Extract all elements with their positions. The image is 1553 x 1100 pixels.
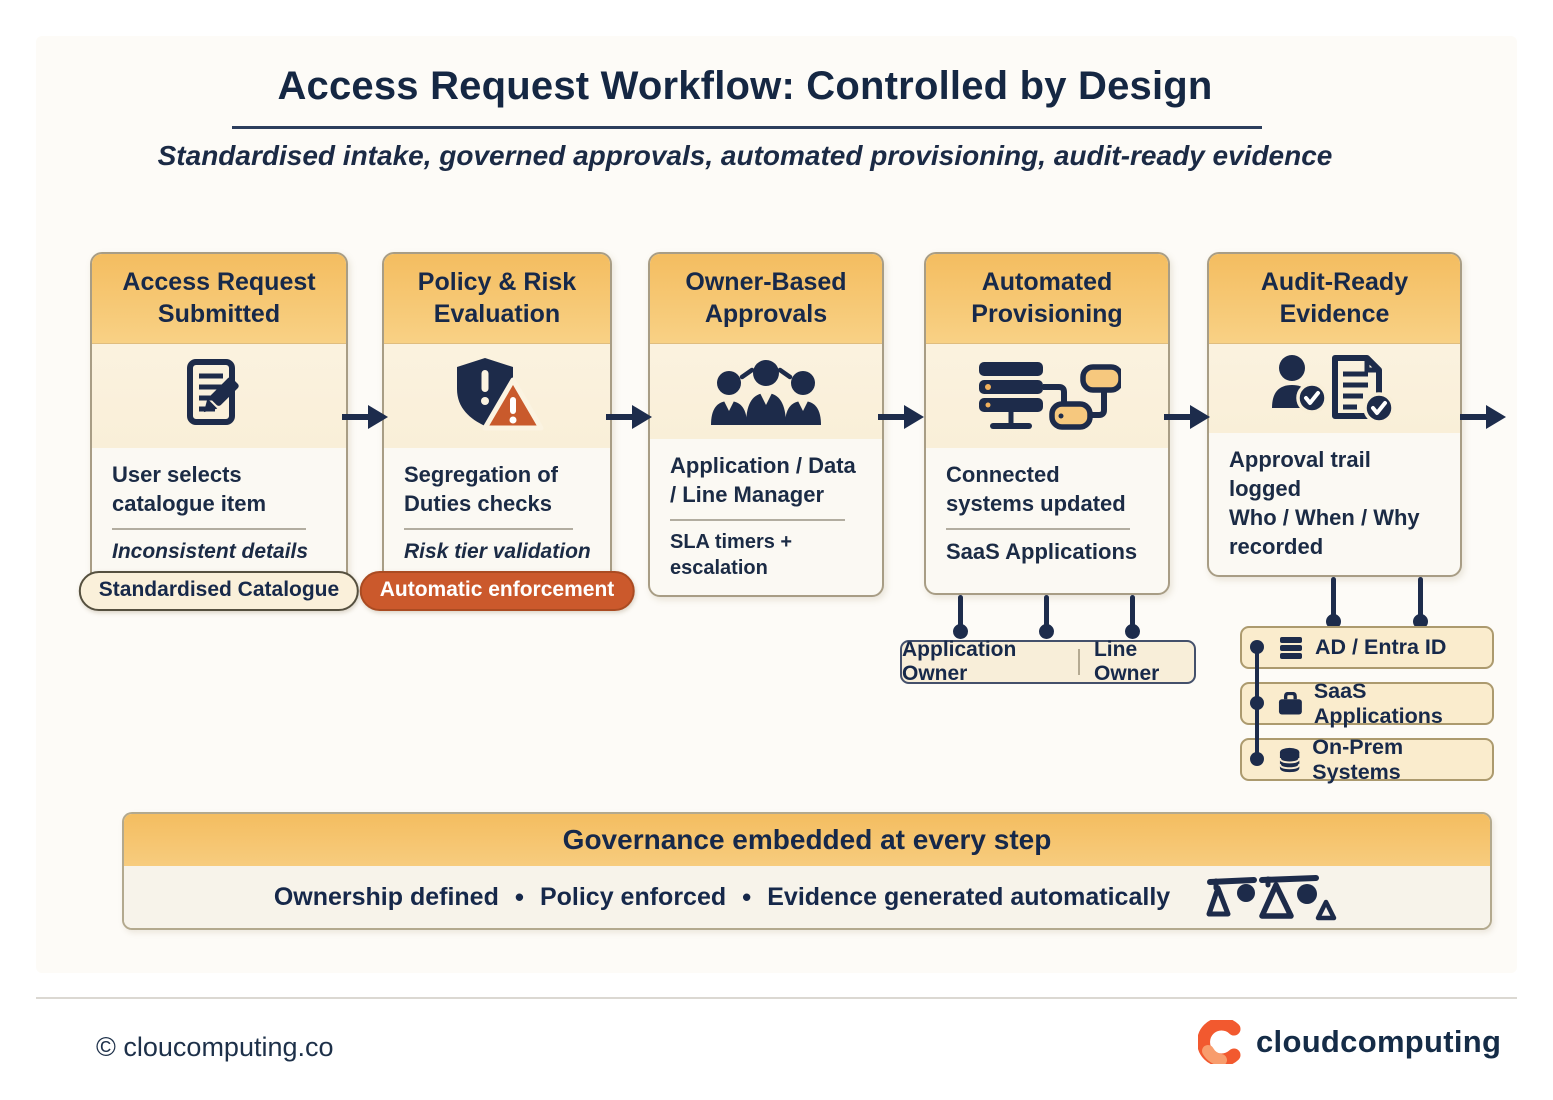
connector-dot: [953, 624, 968, 639]
card-automated-provisioning: Automated Provisioning Connected systems…: [924, 252, 1170, 595]
copyright-text: © cloucomputing.co: [96, 1032, 334, 1062]
governance-item-evidence: Evidence generated automatically: [767, 882, 1171, 911]
page-title-bold: Access Request Workflow:: [277, 64, 795, 108]
flow-arrow: [1164, 405, 1210, 429]
document-pencil-icon: [92, 344, 346, 448]
system-label: AD / Entra ID: [1315, 635, 1447, 659]
card-title: Access Request Submitted: [92, 254, 346, 344]
governance-banner: Governance embedded at every step Owners…: [122, 812, 1492, 930]
approvers-network-icon: [650, 344, 882, 439]
connector-line: [1044, 595, 1049, 633]
audit-check-icon: [1209, 344, 1460, 433]
card-access-request-submitted: Access Request Submitted User selects ca…: [78, 252, 360, 611]
flow-arrow: [878, 405, 924, 429]
server-flow-icon: [926, 344, 1168, 448]
card-sub-text: Who / When / Why recorded: [1229, 504, 1420, 559]
connector-dot: [1413, 614, 1428, 629]
system-label: On-Prem Systems: [1312, 734, 1404, 784]
card-title: Automated Provisioning: [926, 254, 1168, 344]
card-divider: [946, 528, 1130, 531]
card-main-text: Segregation of Duties checks: [404, 462, 559, 517]
connector-line: [1130, 595, 1135, 633]
badge-automatic-enforcement: Automatic enforcement: [359, 571, 635, 611]
brand-logo: cloudcomputing: [1198, 1020, 1501, 1064]
connector-dot: [1125, 624, 1140, 639]
connector-line: [1331, 577, 1336, 623]
owner-box-divider: [1078, 649, 1080, 675]
connector-dot: [1039, 624, 1054, 639]
card-title: Audit-Ready Evidence: [1209, 254, 1460, 344]
governance-item-ownership: Ownership defined: [273, 882, 499, 911]
card-sub-text: SaaS Applications: [946, 539, 1138, 565]
card-title: Policy & Risk Evaluation: [384, 254, 610, 344]
card-divider: [404, 528, 574, 531]
card-main-text: Approval trail logged: [1229, 446, 1371, 501]
system-label: SaaS Applications: [1313, 678, 1443, 728]
owner-application-label: Application Owner: [902, 638, 1017, 685]
card-body: User selects catalogue item Inconsistent…: [92, 448, 346, 591]
card-divider: [112, 528, 307, 531]
card-title: Owner-Based Approvals: [650, 254, 882, 344]
flow-arrow: [342, 405, 388, 429]
brand-c-icon: [1198, 1020, 1241, 1064]
connector-line: [958, 595, 963, 633]
page-title: Access Request Workflow: Controlled by D…: [0, 64, 1490, 109]
shield-warning-icon: [384, 344, 610, 448]
database-icon: [1278, 747, 1301, 772]
card-body: Approval trail logged Who / When / Why r…: [1209, 433, 1460, 575]
governance-item-policy: Policy enforced: [539, 882, 727, 911]
system-box-on-prem-systems: On-Prem Systems: [1240, 735, 1494, 784]
card-body: Application / Data / Line Manager SLA ti…: [650, 439, 882, 595]
card-main-text: User selects catalogue item: [112, 462, 267, 517]
title-underline: [232, 126, 1262, 129]
page-subtitle: Standardised intake, governed approvals,…: [157, 140, 1333, 171]
bullet-separator: •: [514, 881, 524, 912]
connector-dot: [1250, 752, 1264, 766]
flow-arrow: [606, 405, 652, 429]
owner-line-label: Line Owner: [1093, 638, 1160, 685]
card-sub-text: Inconsistent details: [112, 540, 309, 564]
card-policy-risk-evaluation: Policy & Risk Evaluation Segregation of …: [359, 252, 635, 611]
system-box-saas-applications: SaaS Applications: [1240, 679, 1494, 728]
briefcase-icon: [1278, 691, 1302, 714]
card-main-text: Connected systems updated: [946, 462, 1126, 517]
page-title-regular: Controlled by Design: [794, 64, 1213, 108]
connector-dot: [1326, 614, 1341, 629]
scales-icon: [1206, 872, 1340, 922]
card-body: Segregation of Duties checks Risk tier v…: [384, 448, 610, 591]
system-box-ad-entra-id: AD / Entra ID: [1240, 626, 1494, 669]
governance-banner-body: Ownership defined • Policy enforced • Ev…: [124, 866, 1490, 928]
footer-divider: [36, 997, 1517, 999]
card-audit-ready-evidence: Audit-Ready Evidence Approval trail logg…: [1207, 252, 1462, 577]
card-sub-text: Risk tier validation: [404, 540, 591, 564]
owner-box: Application Owner Line Owner: [900, 638, 1196, 685]
card-body: Connected systems updated SaaS Applicati…: [926, 448, 1168, 593]
card-sub-text: SLA timers + escalation: [670, 531, 793, 579]
connector-line: [1418, 577, 1423, 623]
card-divider: [670, 519, 845, 521]
bullet-separator: •: [742, 881, 752, 912]
flow-arrow: [1460, 405, 1506, 429]
connector-dot: [1250, 696, 1264, 710]
card-owner-based-approvals: Owner-Based Approvals Application / Data…: [648, 252, 884, 597]
card-main-text: Application / Data / Line Manager: [670, 452, 856, 507]
brand-name: cloudcomputing: [1256, 1024, 1502, 1059]
badge-standardised-catalogue: Standardised Catalogue: [78, 571, 360, 611]
governance-banner-title: Governance embedded at every step: [124, 814, 1490, 866]
connector-dot: [1250, 640, 1264, 654]
server-stack-icon: [1280, 636, 1302, 659]
